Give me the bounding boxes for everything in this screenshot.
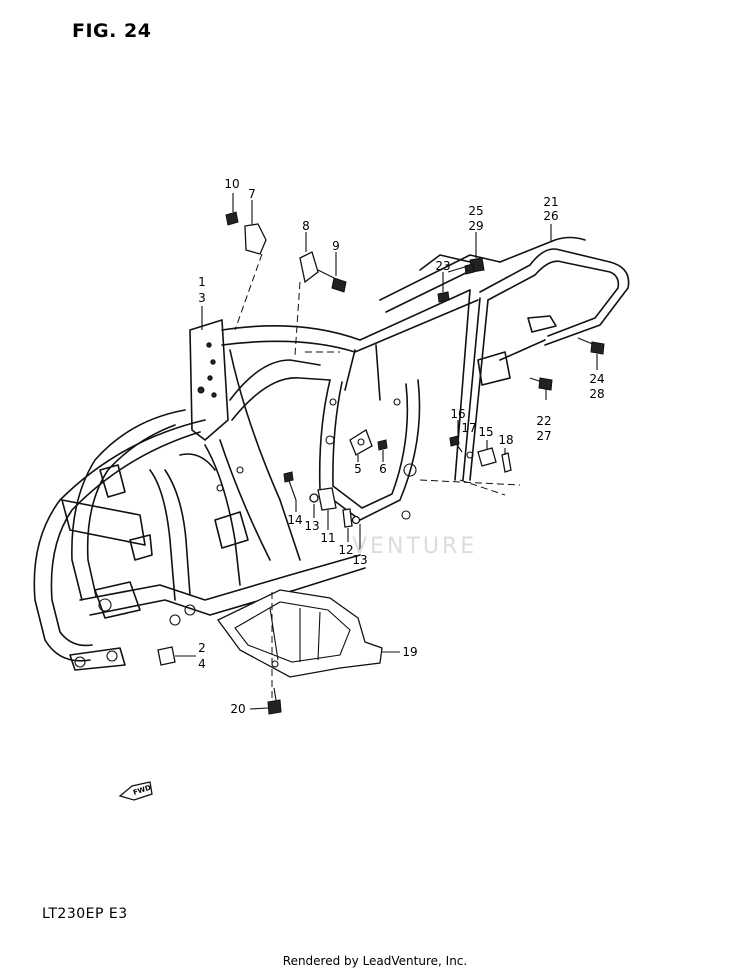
leader-lines [175,193,598,710]
callout-29: 29 [468,219,484,233]
figure-title: FIG. 24 [72,20,152,42]
callout-4: 4 [198,657,206,671]
callout-22: 22 [536,414,552,428]
callout-5: 5 [354,462,362,476]
callout-28: 28 [589,387,605,401]
footer-credit: Rendered by LeadVenture, Inc. [282,954,468,968]
watermark: VENTURE [352,534,478,559]
callout-10: 10 [224,177,240,191]
callout-8: 8 [302,219,310,233]
callout-18: 18 [498,433,514,447]
callout-26: 26 [543,209,559,223]
skid-plate [217,589,383,678]
model-code: LT230EP E3 [42,906,128,922]
main-frame [33,254,501,671]
callout-6: 6 [379,462,387,476]
small-parts [157,211,605,715]
callout-23: 23 [435,259,451,273]
callout-20: 20 [230,702,246,716]
callout-13-lower: 13 [352,553,368,567]
callout-12: 12 [338,543,354,557]
callout-2: 2 [198,641,206,655]
callout-19: 19 [402,645,418,659]
callout-3: 3 [198,291,206,305]
fwd-arrow-icon: FWD [118,781,153,801]
callout-15: 15 [478,425,494,439]
callout-21: 21 [543,195,559,209]
callout-1: 1 [198,275,206,289]
callout-24: 24 [589,372,605,386]
callout-16: 16 [450,407,466,421]
callout-11: 11 [320,531,336,545]
callout-9: 9 [332,239,340,253]
callout-17: 17 [461,421,477,435]
callout-25: 25 [468,204,484,218]
callout-13-upper: 13 [304,519,320,533]
callout-7: 7 [248,187,256,201]
callout-14: 14 [287,513,303,527]
rear-carrier [477,236,630,386]
callout-27: 27 [536,429,552,443]
